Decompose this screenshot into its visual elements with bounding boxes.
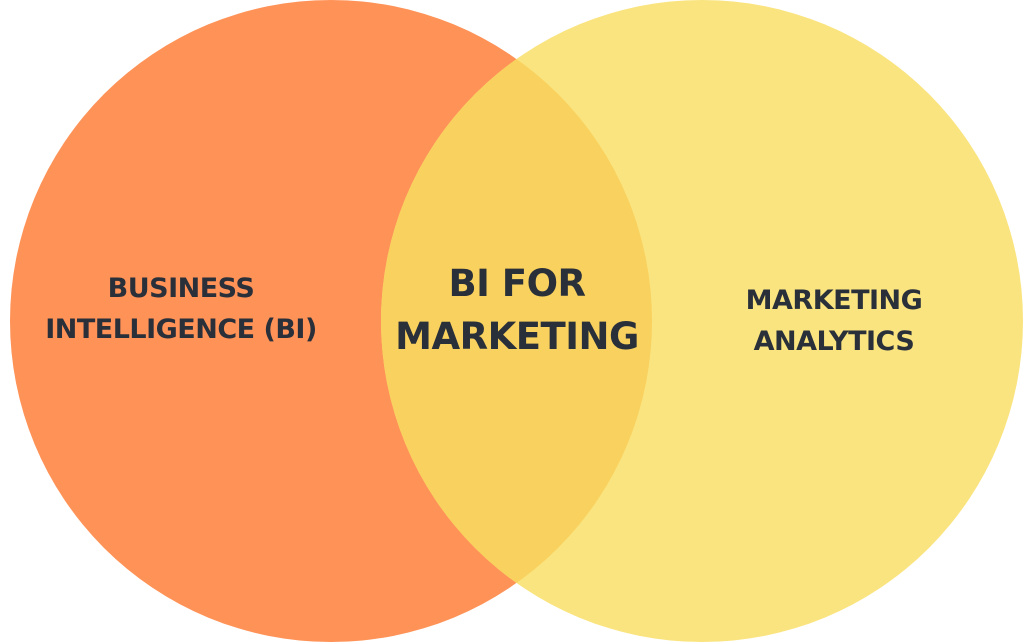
label-line: INTELLIGENCE (BI) bbox=[45, 314, 317, 345]
business-intelligence-label: BUSINESS INTELLIGENCE (BI) bbox=[45, 268, 317, 350]
label-line: MARKETING bbox=[745, 285, 923, 316]
bi-for-marketing-label: BI FOR MARKETING bbox=[395, 257, 639, 363]
label-line: BUSINESS bbox=[107, 273, 255, 304]
label-line: BI FOR bbox=[448, 262, 586, 305]
label-line: MARKETING bbox=[395, 315, 639, 358]
intersection-region bbox=[381, 0, 652, 642]
label-line: ANALYTICS bbox=[753, 326, 915, 357]
marketing-analytics-label: MARKETING ANALYTICS bbox=[746, 280, 923, 362]
